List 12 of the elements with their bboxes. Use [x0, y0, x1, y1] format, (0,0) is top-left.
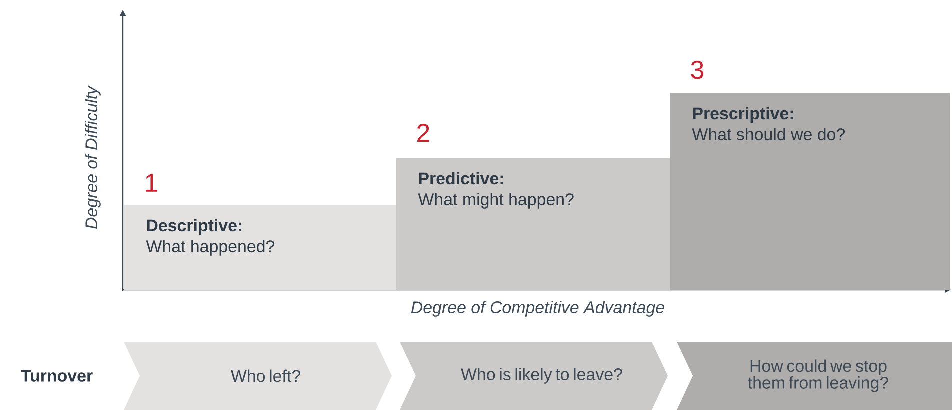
process-step-banner: Who is likely to leave?	[400, 342, 668, 410]
step-box: Predictive: What might happen?	[396, 158, 670, 290]
axis-label: Degree of Competitive Advantage	[411, 301, 664, 317]
step-box: Descriptive: What happened?	[124, 205, 396, 290]
axis-label: Degree of Difficulty	[85, 86, 101, 230]
row-label: Turnover	[21, 370, 93, 382]
step-box: Prescriptive: What should we do?	[670, 93, 950, 290]
step-number: 3	[691, 60, 704, 80]
step-number: 1	[146, 174, 158, 192]
process-step-banner: Who left?	[124, 342, 392, 410]
step-number: 2	[418, 124, 430, 142]
process-step-banner: How could we stop them from leaving?	[677, 342, 952, 410]
